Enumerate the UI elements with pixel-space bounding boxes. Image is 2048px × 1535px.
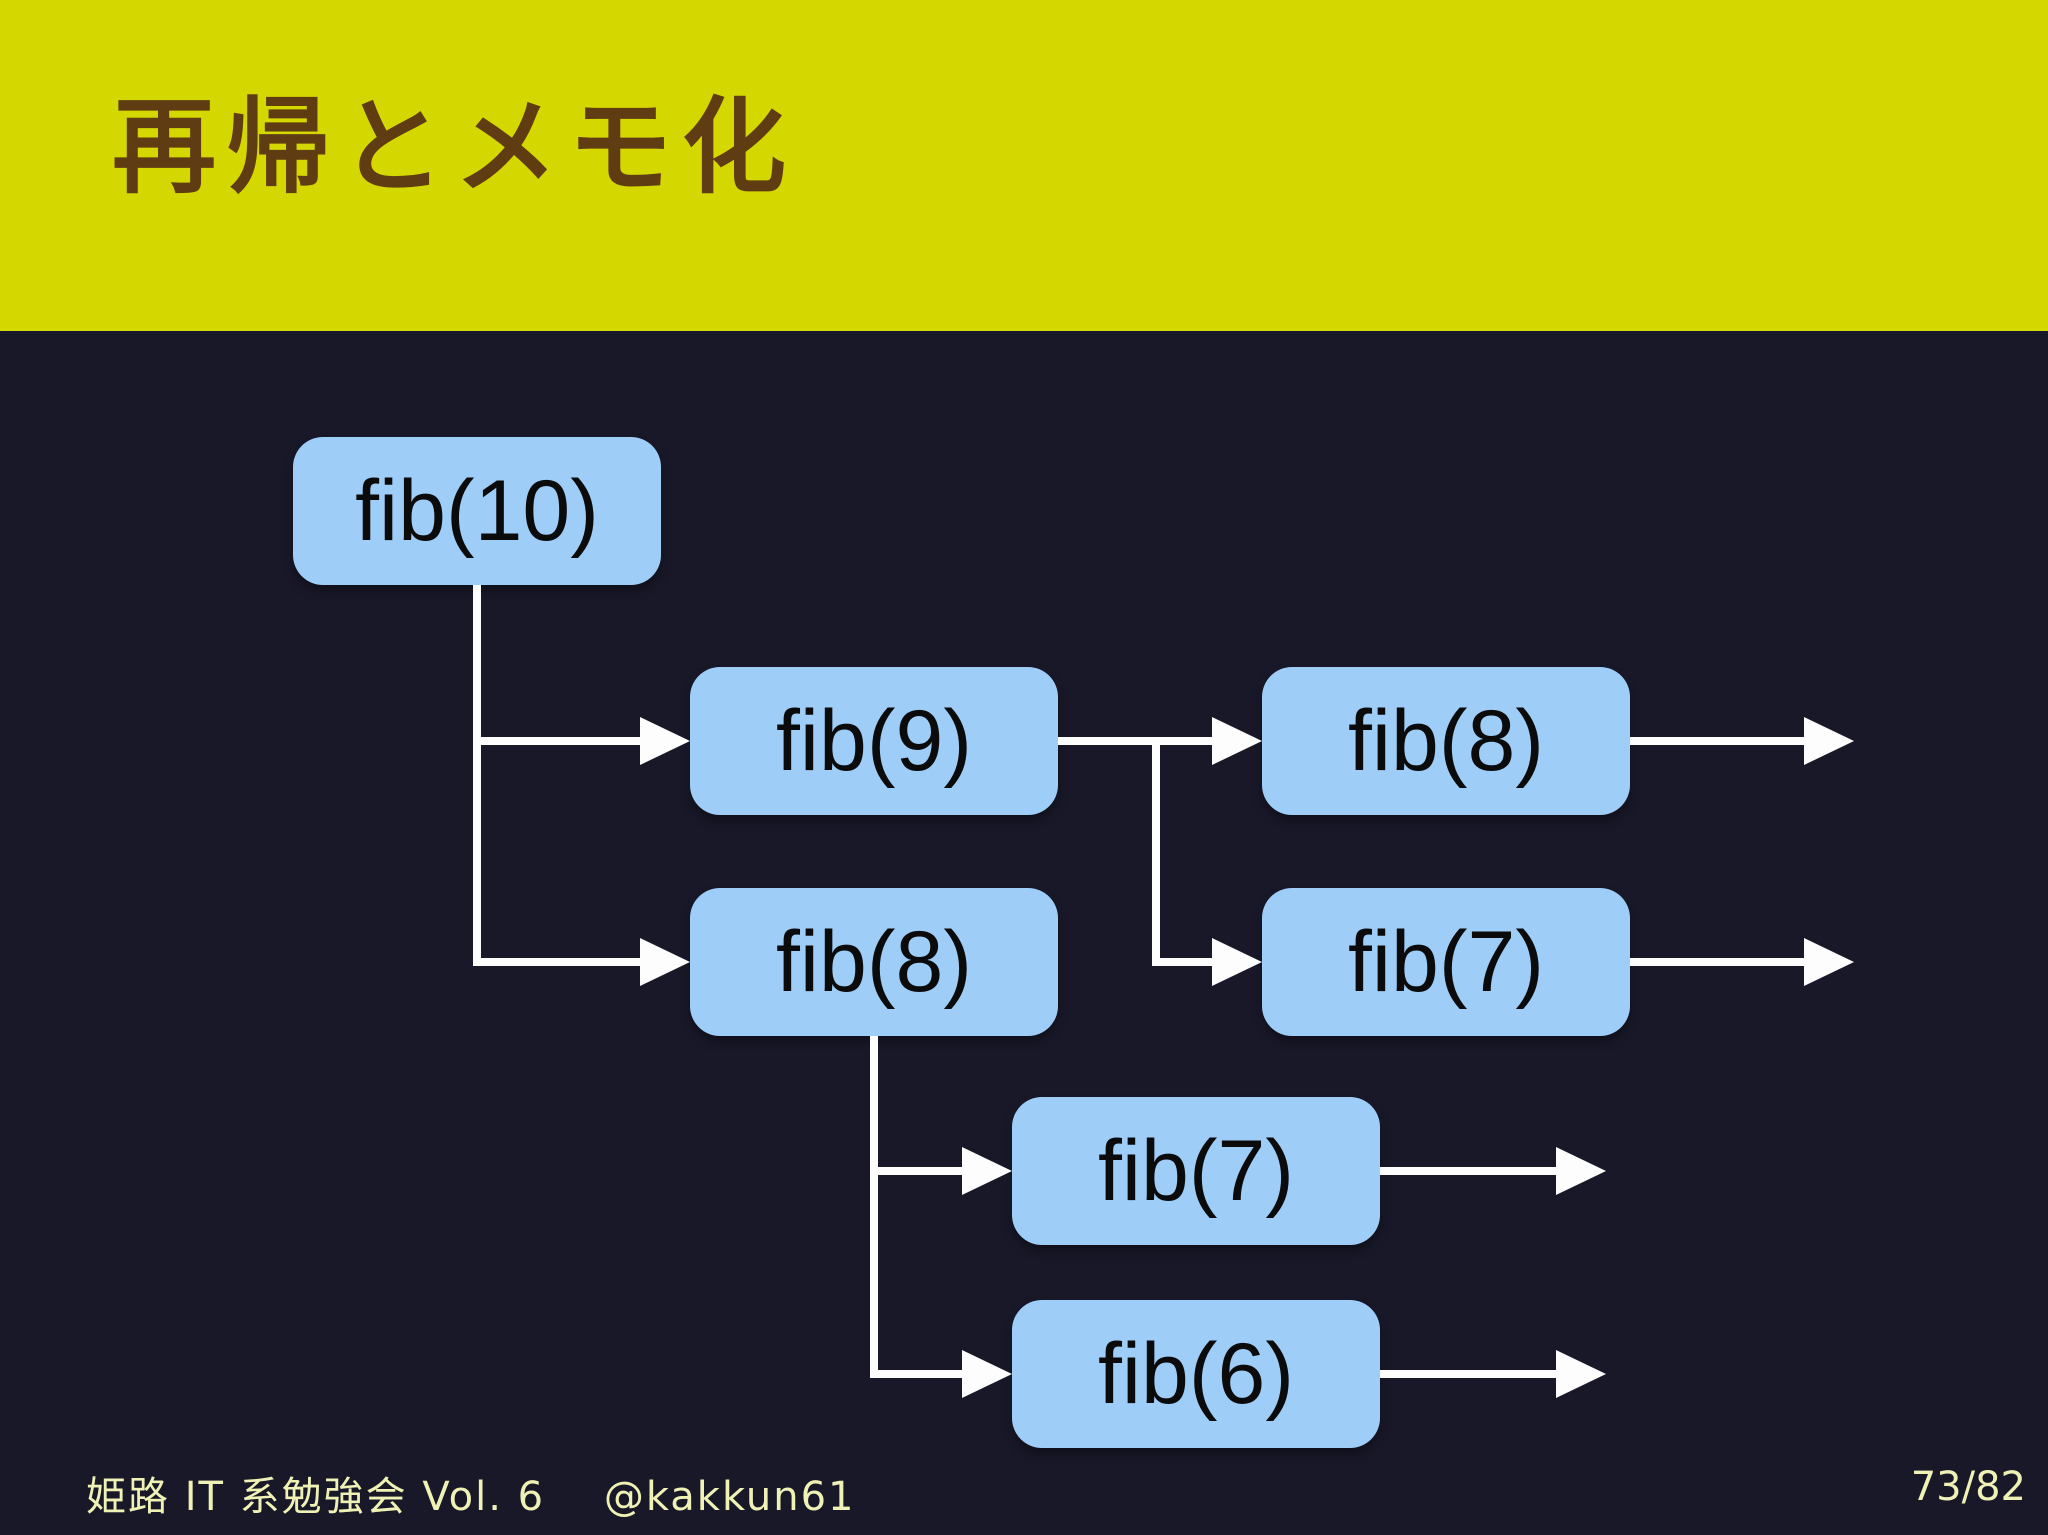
arrowhead-fib8-right-out [1804,717,1854,765]
node-fib6: fib(6) [1012,1300,1380,1448]
edge-fib7-mid-out [1380,1167,1556,1175]
node-fib10: fib(10) [293,437,661,585]
arrowhead-fib7-mid-out [1556,1147,1606,1195]
edge-fib6-out [1380,1370,1556,1378]
edge-fib9-fib7-right [1152,958,1212,966]
node-fib9: fib(9) [690,667,1058,815]
node-fib7-mid: fib(7) [1012,1097,1380,1245]
arrowhead-fib8-right [1212,717,1262,765]
edge-fib9-out [1058,737,1212,745]
page-indicator: 73/82 [1910,1464,2026,1510]
node-fib8-right: fib(8) [1262,667,1630,815]
edge-fib8-left-fib7-mid [870,1167,962,1175]
footer-author-handle: @kakkun61 [603,1474,856,1520]
arrowhead-fib6-out [1556,1350,1606,1398]
arrowhead-fib7-right [1212,938,1262,986]
edge-fib8-left-fib6 [870,1370,962,1378]
arrowhead-fib6 [962,1350,1012,1398]
edge-fib8-left-trunk [870,1036,878,1378]
arrowhead-fib7-right-out [1804,938,1854,986]
node-fib8-left: fib(8) [690,888,1058,1036]
edge-fib7-right-out [1630,958,1804,966]
edge-fib10-fib8-left [473,958,640,966]
arrowhead-fib9 [640,717,690,765]
edge-fib10-fib9 [473,737,640,745]
slide-title: 再帰とメモ化 [112,86,797,208]
arrowhead-fib8-left [640,938,690,986]
footer-event-name: 姫路 IT 系勉強会 Vol. 6 [86,1474,546,1520]
edge-fib8-right-out [1630,737,1804,745]
header-band: 再帰とメモ化 [0,0,2048,331]
arrowhead-fib7-mid [962,1147,1012,1195]
edge-fib10-trunk [473,585,481,966]
footer-credit: 姫路 IT 系勉強会 Vol. 6 @kakkun61 [86,1464,856,1522]
edge-fib9-branch [1152,737,1160,966]
node-fib7-right: fib(7) [1262,888,1630,1036]
